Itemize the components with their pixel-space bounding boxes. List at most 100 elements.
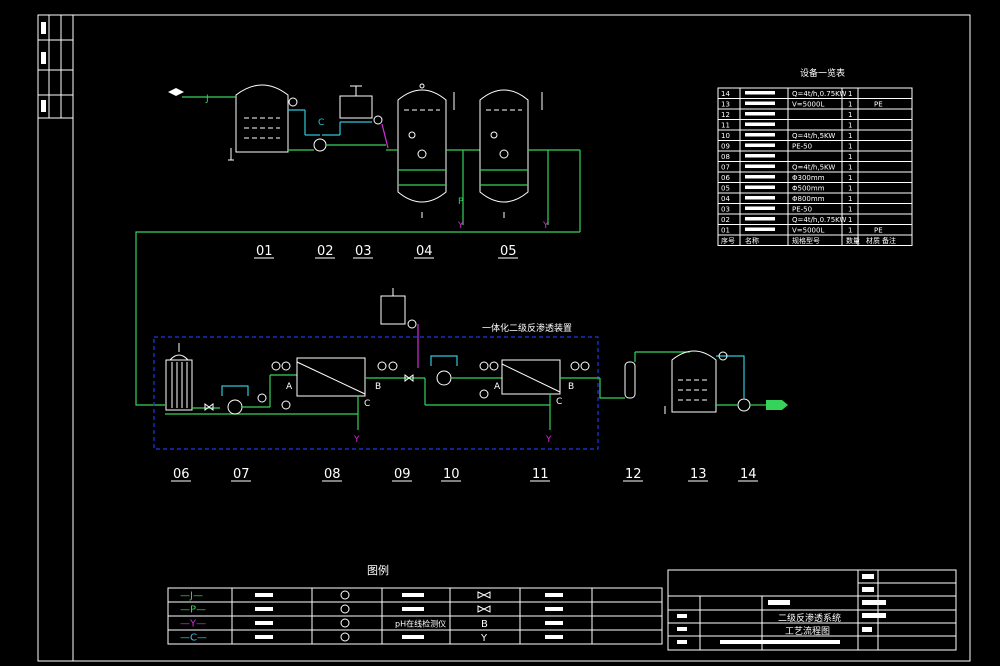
- equip-header-cell: 规格型号: [792, 236, 820, 245]
- equip-row-name-illegible: [745, 143, 775, 147]
- ro-skid-outline: [153, 336, 599, 450]
- equip-row-spec: Q=4t/h,0.75KW: [792, 90, 847, 98]
- equip-row-spec: V=5000L: [792, 227, 824, 235]
- equip-no-06: 06: [173, 467, 190, 482]
- equip-no-12: 12: [625, 467, 642, 482]
- ro-membrane-11: [501, 359, 600, 430]
- legend-col5-illegible: [545, 593, 563, 597]
- equip-row-name-illegible: [745, 154, 775, 158]
- equip-no-05: 05: [500, 244, 517, 259]
- dosing-unit-03: [322, 85, 389, 149]
- equip-no-07: 07: [233, 467, 250, 482]
- cartridge-filter-06: [165, 343, 358, 415]
- equip-row-no: 12: [721, 111, 730, 119]
- legend-col3-text: pH在线检测仪: [395, 619, 446, 629]
- valve-icon: [477, 591, 491, 599]
- equip-row-material: PE: [874, 101, 883, 109]
- equip-row-qty: 1: [848, 153, 852, 161]
- equip-row-qty: 1: [848, 227, 852, 235]
- equip-no-09: 09: [394, 467, 411, 482]
- legend-line-sample: —J—: [180, 591, 203, 602]
- equip-no-10: 10: [443, 467, 460, 482]
- equip-row-no: 09: [721, 143, 730, 151]
- equip-row-name-illegible: [745, 164, 775, 168]
- booster-pump-07: [204, 385, 270, 415]
- legend-line-desc-illegible: [255, 621, 273, 625]
- line-label-c-pump02: C: [318, 118, 324, 128]
- port-b-11: B: [568, 382, 574, 392]
- equip-row-no: 13: [721, 101, 730, 109]
- equip-row-name-illegible: [745, 112, 775, 116]
- drawing-title-line1: 二级反渗透系统: [778, 612, 841, 624]
- equip-no-08: 08: [324, 467, 341, 482]
- equip-row-spec: PE-50: [792, 143, 812, 151]
- equip-row-spec: Φ300mm: [792, 174, 825, 182]
- ro-skid-label: 一体化二级反渗透装置: [482, 322, 572, 334]
- equip-row-qty: 1: [848, 195, 852, 203]
- legend-gauge-icon: [340, 604, 350, 614]
- legend-col5-illegible: [545, 635, 563, 639]
- line-label-y-11: Y: [545, 435, 552, 445]
- equip-no-03: 03: [355, 244, 372, 259]
- legend-line-desc-illegible: [255, 607, 273, 611]
- equip-row-qty: 1: [848, 206, 852, 214]
- raw-water-tank-01: [228, 84, 289, 161]
- equip-row-material: PE: [874, 227, 883, 235]
- left-margin-strip: [38, 15, 73, 119]
- equip-row-qty: 1: [848, 132, 852, 140]
- equip-row-spec: Φ800mm: [792, 195, 825, 203]
- equip-header-cell: 序号: [721, 236, 735, 245]
- legend-line-sample: —Y—: [180, 619, 206, 630]
- equip-no-02: 02: [317, 244, 334, 259]
- equip-row-no: 04: [721, 195, 730, 203]
- raw-water-pump-02: [288, 97, 386, 152]
- equip-no-14: 14: [740, 467, 757, 482]
- legend-col3-illegible: [402, 635, 424, 639]
- equip-row-name-illegible: [745, 206, 775, 210]
- equip-header-cell: 名称: [745, 236, 759, 245]
- legend-line-desc-illegible: [255, 593, 273, 597]
- polishing-unit-12: [599, 351, 690, 399]
- port-c-08: C: [364, 399, 370, 409]
- drawing-title-line2: 工艺流程图: [785, 625, 830, 637]
- equip-row-name-illegible: [745, 91, 775, 95]
- equip-row-name-illegible: [745, 196, 775, 200]
- legend-gauge-icon: [340, 632, 350, 642]
- ro-membrane-08: [269, 357, 425, 430]
- legend-col3-illegible: [402, 593, 424, 597]
- port-a-11: A: [494, 382, 501, 392]
- legend-line-desc-illegible: [255, 635, 273, 639]
- equip-row-no: 11: [721, 122, 730, 130]
- equip-row-qty: 1: [848, 164, 852, 172]
- equip-header-cell: 数量: [846, 236, 860, 245]
- equip-row-no: 08: [721, 153, 730, 161]
- equip-row-spec: Q=4t/h,5KW: [792, 132, 835, 140]
- port-b-08: B: [375, 382, 381, 392]
- transfer-line: [135, 231, 580, 406]
- equip-row-qty: 1: [848, 185, 852, 193]
- port-a-08: A: [286, 382, 293, 392]
- legend-line-sample: —P—: [180, 605, 206, 616]
- equip-row-qty: 1: [848, 216, 852, 224]
- equip-row-name-illegible: [745, 227, 775, 231]
- equip-no-13: 13: [690, 467, 707, 482]
- line-label-j-inlet: J: [205, 94, 209, 104]
- legend-col3-illegible: [402, 607, 424, 611]
- title-block: [667, 569, 957, 651]
- legend-title: 图例: [367, 563, 389, 577]
- equip-header-cell: 备注: [882, 236, 896, 245]
- legend-line-sample: —C—: [180, 633, 207, 644]
- legend-gauge-icon: [340, 590, 350, 600]
- equip-row-name-illegible: [745, 217, 775, 221]
- equip-row-name-illegible: [745, 133, 775, 137]
- legend-symbol-Y: Y: [480, 633, 488, 644]
- second-pass-pump-10: [424, 355, 550, 406]
- product-tank-13: [664, 350, 717, 414]
- line-label-y-04: Y: [457, 221, 464, 231]
- legend-gauge-icon: [340, 618, 350, 628]
- product-pump-14: [716, 351, 788, 412]
- equip-row-no: 10: [721, 132, 730, 140]
- check-valve-icon: [477, 605, 491, 613]
